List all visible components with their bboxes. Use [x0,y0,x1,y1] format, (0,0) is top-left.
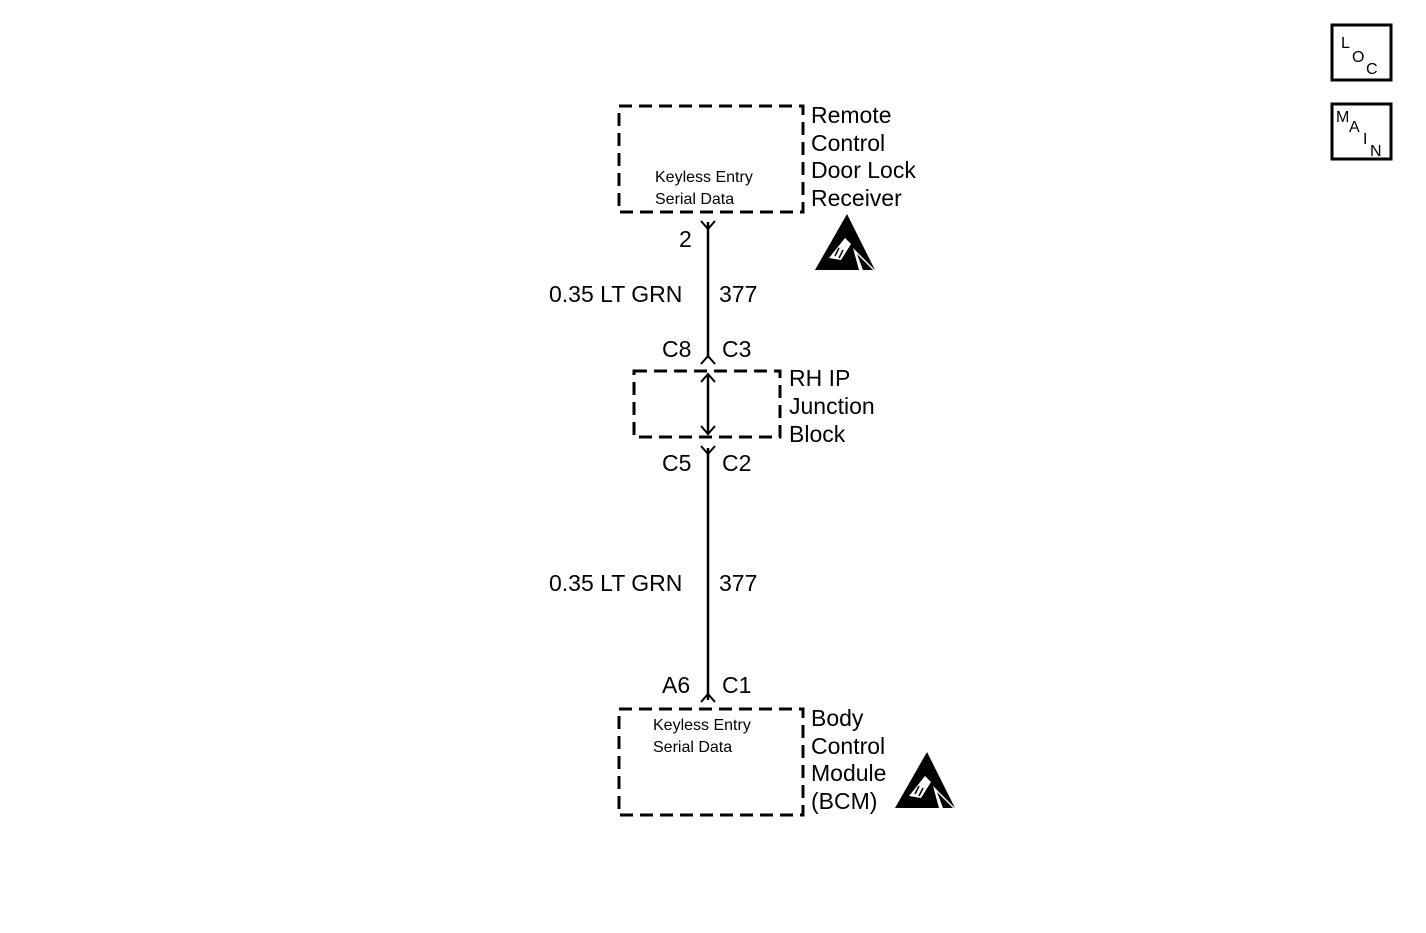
esd-warning-icon [895,752,955,808]
loc-button[interactable]: L O C [1330,23,1393,82]
jb-bottom-connector-right: C2 [722,450,751,476]
loc-letter-3: C [1366,61,1378,78]
bcm-name-line-3: Module [811,760,886,786]
jb-top-connector-left: C8 [662,336,691,362]
receiver-dashed-box [617,104,805,214]
jb-name-line-1: RH IP [789,365,850,391]
bcm-inner-label-2: Serial Data [653,739,732,756]
jb-bottom-connector-left: C5 [662,450,691,476]
main-letter-1: M [1336,109,1349,126]
upper-wire-circuit: 377 [719,281,757,307]
main-button-frame [1330,102,1393,161]
loc-letter-1: L [1341,35,1350,52]
bcm-name-line-2: Control [811,733,885,759]
lower-wire: 0.35 LT GRN 377 [549,445,757,703]
receiver-component: Keyless Entry Serial Data Remote Control… [617,102,916,252]
jb-name-line-3: Block [789,421,846,447]
bcm-name-line-1: Body [811,705,864,731]
main-letter-4: N [1370,143,1382,160]
bcm-name-line-4: (BCM) [811,788,877,814]
bcm-dashed-box [617,707,805,817]
upper-wire: 0.35 LT GRN 377 [549,220,757,365]
junction-arrow-down-icon [700,425,716,436]
receiver-terminal [700,220,716,231]
receiver-name-line-2: Control [811,130,885,156]
bcm-component: A6 C1 Keyless Entry Serial Data Body Con… [617,672,886,817]
receiver-inner-label-2: Serial Data [655,191,734,208]
main-button[interactable]: M A I N [1330,102,1393,161]
main-letter-2: A [1349,119,1360,136]
receiver-name-line-4: Receiver [811,185,902,211]
jb-name-line-2: Junction [789,393,875,419]
lower-wire-gauge-color: 0.35 LT GRN [549,570,682,596]
upper-wire-gauge-color: 0.35 LT GRN [549,281,682,307]
lower-wire-circuit: 377 [719,570,757,596]
receiver-name-line-1: Remote [811,102,892,128]
receiver-inner-label-1: Keyless Entry [655,169,753,186]
bcm-pin-left: A6 [662,672,690,698]
jb-bottom-terminal [700,445,716,456]
esd-warning-icon [815,214,875,270]
main-letter-3: I [1363,131,1367,148]
bcm-terminal [700,692,716,703]
bcm-inner-label-1: Keyless Entry [653,717,751,734]
receiver-name-line-3: Door Lock [811,157,916,183]
loc-letter-2: O [1352,49,1364,66]
junction-block-component: C8 C3 C5 C2 RH IP Junction Block [632,336,875,476]
junction-block-dashed-box [632,369,782,439]
junction-arrow-up-icon [700,372,716,383]
bcm-pin-right: C1 [722,672,751,698]
receiver-pin-label: 2 [679,226,692,252]
loc-button-frame [1330,23,1393,82]
jb-top-terminal [700,354,716,365]
jb-top-connector-right: C3 [722,336,751,362]
